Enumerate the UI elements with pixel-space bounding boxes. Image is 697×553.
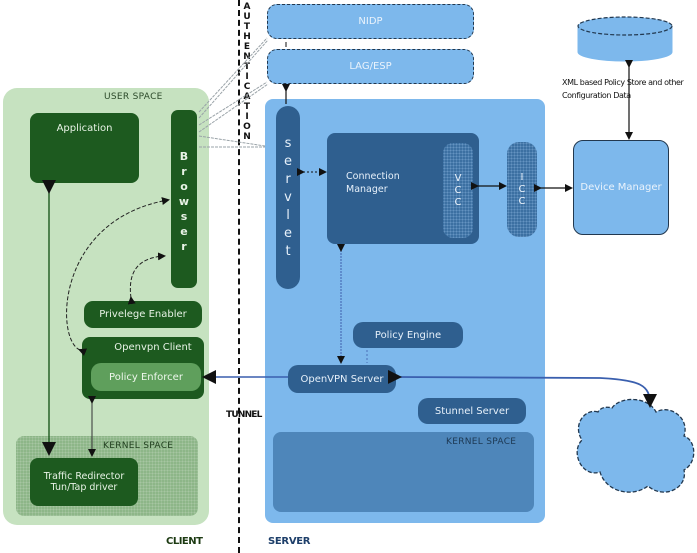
vcc-box[interactable]: VCC bbox=[443, 143, 473, 238]
policy-enforcer-label: Policy Enforcer bbox=[109, 371, 183, 383]
client-kernel-space-label: KERNEL SPACE bbox=[103, 441, 174, 451]
device-manager-label: Device Manager bbox=[580, 182, 662, 193]
connection-manager-box[interactable]: Connection Manager VCC bbox=[327, 133, 479, 244]
stunnel-server-label: Stunnel Server bbox=[434, 405, 510, 417]
policy-enforcer-box[interactable]: Policy Enforcer bbox=[91, 363, 201, 391]
traffic-redirector-box[interactable]: Traffic Redirector Tun/Tap driver bbox=[30, 458, 138, 506]
policy-store-database-icon bbox=[577, 16, 673, 62]
connection-manager-line1: Connection bbox=[346, 171, 400, 182]
application-label: Application bbox=[56, 123, 113, 134]
connection-manager-line2: Manager bbox=[346, 184, 388, 195]
vcc-label: VCC bbox=[452, 172, 464, 209]
tunnel-label: TUNNEL bbox=[226, 410, 262, 420]
openvpn-server-label: OpenVPN Server bbox=[300, 373, 384, 385]
application-box[interactable]: Application bbox=[30, 113, 139, 183]
device-manager-box[interactable]: Device Manager bbox=[573, 140, 669, 235]
protected-network-label: Procted Network bbox=[593, 444, 673, 456]
privilege-enabler-label: Privelege Enabler bbox=[99, 309, 187, 320]
server-kernel-space-panel bbox=[273, 432, 534, 512]
policy-store-caption: XML based Policy Store and other Configu… bbox=[562, 78, 684, 100]
policy-engine-box[interactable]: Policy Engine bbox=[353, 322, 463, 348]
traffic-redirector-line2: Tun/Tap driver bbox=[50, 482, 118, 493]
privilege-enabler-box[interactable]: Privelege Enabler bbox=[84, 301, 202, 328]
browser-box[interactable]: Browser bbox=[171, 110, 197, 288]
servlet-label: servlet bbox=[280, 136, 296, 262]
user-space-label: USER SPACE bbox=[104, 92, 163, 102]
traffic-redirector-line1: Traffic Redirector bbox=[43, 471, 125, 482]
lag-esp-box[interactable]: LAG/ESP bbox=[267, 49, 474, 84]
icc-label: ICC bbox=[516, 171, 528, 208]
connection-manager-label: Connection Manager bbox=[346, 170, 400, 196]
client-caption: CLIENT bbox=[166, 536, 203, 547]
nidp-box[interactable]: NIDP bbox=[267, 4, 474, 39]
stunnel-server-box[interactable]: Stunnel Server bbox=[418, 398, 526, 424]
browser-label: Browser bbox=[177, 150, 191, 255]
server-kernel-space-label: KERNEL SPACE bbox=[446, 437, 517, 447]
authentication-connectors bbox=[198, 37, 269, 148]
openvpn-client-label: Openvpn Client bbox=[114, 342, 192, 353]
nidp-label: NIDP bbox=[358, 16, 383, 27]
lag-esp-label: LAG/ESP bbox=[349, 61, 392, 72]
authentication-divider-line bbox=[238, 0, 240, 553]
policy-engine-label: Policy Engine bbox=[374, 329, 442, 341]
server-caption: SERVER bbox=[268, 536, 311, 547]
openvpn-client-box[interactable]: Openvpn Client Policy Enforcer bbox=[82, 337, 204, 399]
icc-box[interactable]: ICC bbox=[507, 142, 537, 237]
servlet-box[interactable]: servlet bbox=[276, 106, 300, 289]
openvpn-server-box[interactable]: OpenVPN Server bbox=[288, 365, 396, 393]
authentication-label: AUTHENTICATION bbox=[242, 2, 252, 142]
